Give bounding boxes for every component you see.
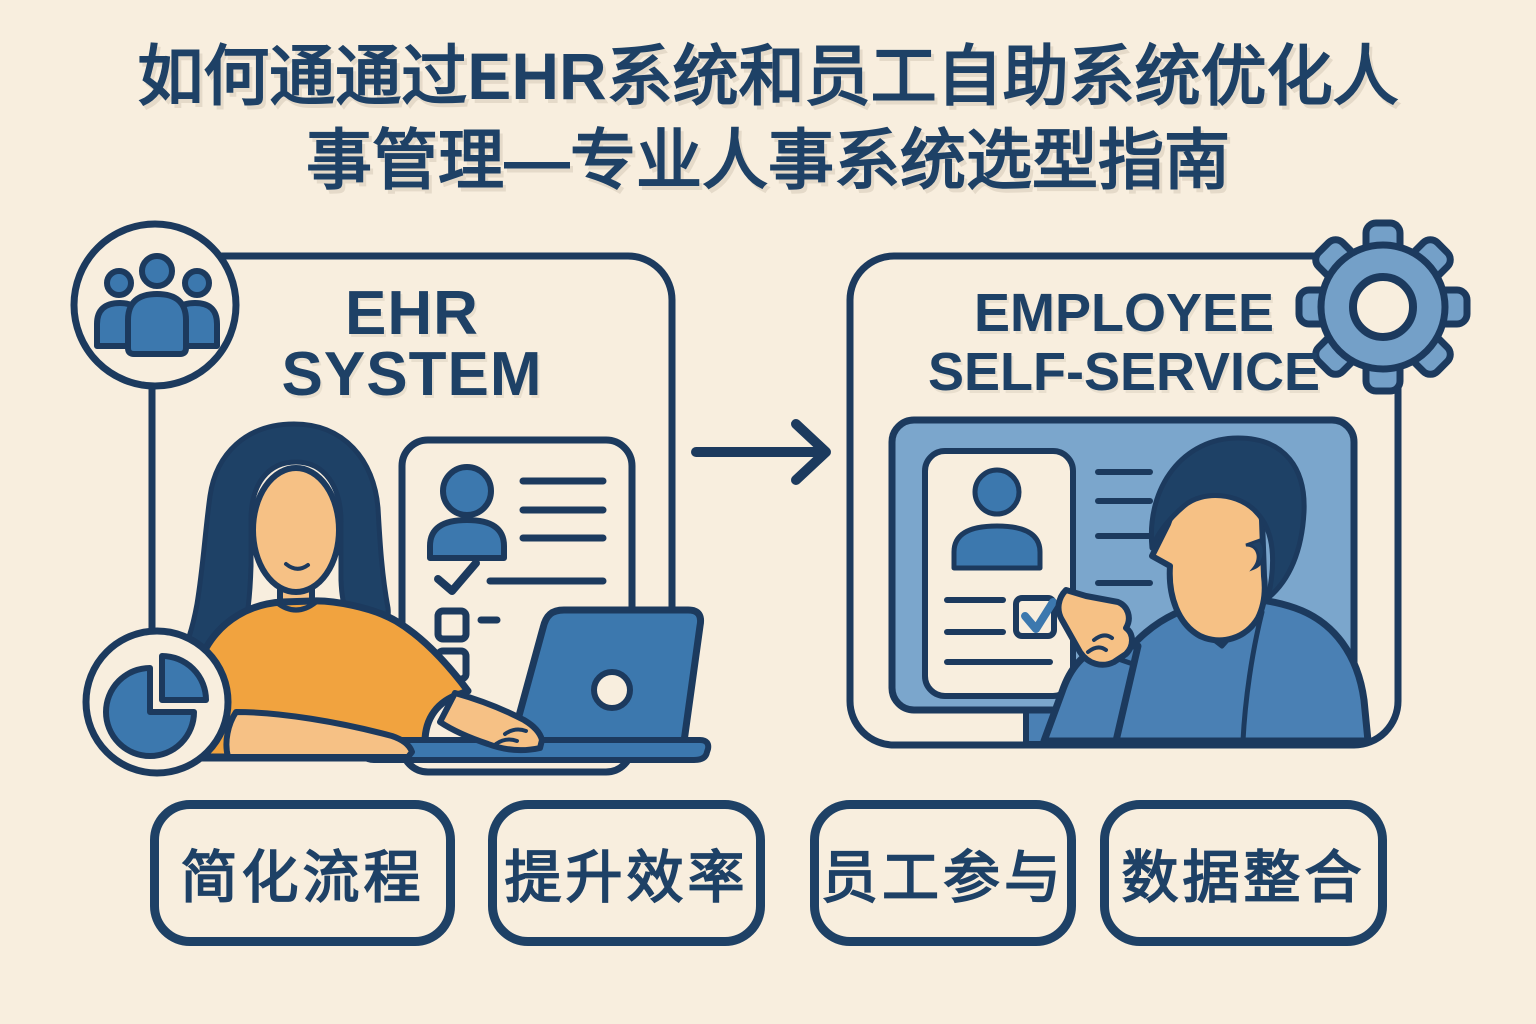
- benefit-label: 提升效率: [504, 846, 749, 910]
- woman-hair: [182, 421, 391, 659]
- page-title: 如何通通过EHR系统和员工自助系统优化人 事管理—专业人事系统选型指南: [0, 34, 1536, 203]
- benefit-box-simplify-process: 简化流程: [150, 800, 455, 946]
- man-pointing-hand: [1055, 587, 1135, 668]
- employee-man-figure: [1040, 435, 1372, 745]
- ehr-panel-title-line-1: EHR: [345, 279, 479, 348]
- man-sleeve: [1040, 642, 1142, 745]
- benefit-box-employee-engagement: 员工参与: [810, 800, 1076, 946]
- woman-hands: [223, 690, 545, 760]
- hr-woman-figure: [179, 421, 472, 761]
- avatar: [972, 467, 1022, 517]
- profile-card: [922, 448, 1153, 699]
- benefit-label: 简化流程: [180, 846, 425, 910]
- page-title-line-2: 事管理—专业人事系统选型指南: [306, 123, 1230, 198]
- self-service-panel-title-line-1: EMPLOYEE: [973, 283, 1275, 343]
- laptop-logo: [591, 669, 633, 711]
- checkmark-icon: [1021, 598, 1057, 633]
- benefit-label: 数据整合: [1121, 846, 1366, 910]
- benefit-box-boost-efficiency: 提升效率: [488, 800, 765, 946]
- self-service-panel-title: EMPLOYEE SELF-SERVICE: [850, 284, 1398, 402]
- arrow-right-icon: [691, 419, 831, 485]
- checkbox-icon: [434, 607, 470, 643]
- benefit-label: 员工参与: [821, 846, 1065, 910]
- gear-icon: [1295, 219, 1471, 395]
- pie-chart-icon: [82, 627, 232, 777]
- team-icon: [70, 220, 240, 390]
- checkbox-icon: [1013, 595, 1057, 639]
- ehr-panel-title: EHR SYSTEM: [152, 279, 672, 409]
- woman-face: [250, 465, 342, 595]
- checkmark-icon: [434, 559, 480, 595]
- avatar: [440, 464, 494, 518]
- page-title-line-1: 如何通通过EHR系统和员工自助系统优化人: [137, 39, 1399, 113]
- self-service-panel-title-line-2: SELF-SERVICE: [927, 342, 1321, 402]
- benefit-box-data-integration: 数据整合: [1100, 800, 1387, 946]
- man-hair: [1148, 435, 1307, 601]
- ehr-panel-title-line-2: SYSTEM: [281, 340, 543, 409]
